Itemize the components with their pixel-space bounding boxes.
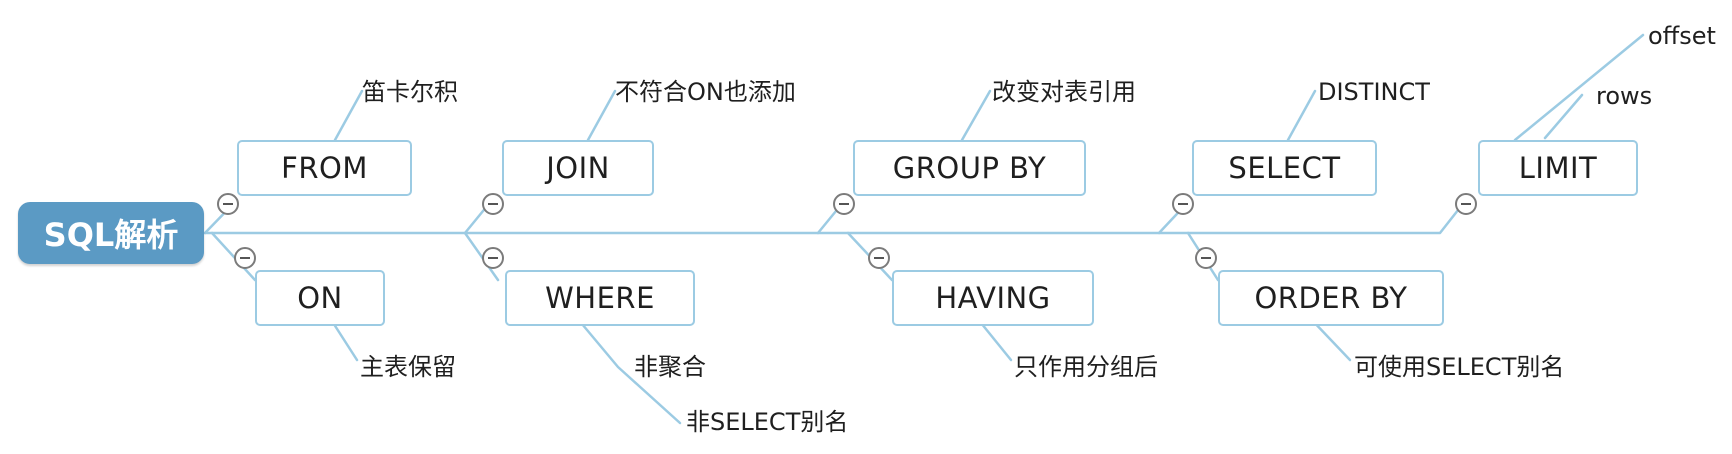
topic-join-label: JOIN	[546, 151, 610, 185]
collapse-having-icon[interactable]	[868, 247, 890, 269]
topic-from-label: FROM	[281, 151, 368, 185]
topic-order-by-label: ORDER BY	[1254, 281, 1408, 315]
topic-on[interactable]: ON	[255, 270, 385, 326]
note-where-2[interactable]: 非SELECT别名	[686, 408, 849, 436]
topic-limit[interactable]: LIMIT	[1478, 140, 1638, 196]
topic-join[interactable]: JOIN	[502, 140, 654, 196]
collapse-where-icon[interactable]	[482, 247, 504, 269]
note-where-1[interactable]: 非聚合	[634, 353, 706, 381]
topic-group-by-label: GROUP BY	[892, 151, 1047, 185]
collapse-group-by-icon[interactable]	[833, 193, 855, 215]
note-from[interactable]: 笛卡尔积	[362, 78, 458, 106]
topic-where[interactable]: WHERE	[505, 270, 695, 326]
topic-having[interactable]: HAVING	[892, 270, 1094, 326]
note-limit-offset[interactable]: offset	[1648, 22, 1716, 50]
note-on[interactable]: 主表保留	[360, 353, 456, 381]
connector-limit-rows	[1543, 93, 1584, 140]
topic-having-label: HAVING	[935, 281, 1051, 315]
topic-limit-label: LIMIT	[1518, 151, 1598, 185]
collapse-from-icon[interactable]	[217, 193, 239, 215]
note-limit-rows[interactable]: rows	[1596, 82, 1653, 110]
topic-from[interactable]: FROM	[237, 140, 412, 196]
main-spine	[203, 203, 1464, 235]
topic-select-label: SELECT	[1228, 151, 1341, 185]
topic-select[interactable]: SELECT	[1192, 140, 1377, 196]
note-join[interactable]: 不符合ON也添加	[615, 78, 796, 106]
connector-from-note	[333, 89, 364, 142]
connector-join-note	[586, 89, 617, 142]
root-topic-label: SQL解析	[43, 216, 179, 254]
topic-order-by[interactable]: ORDER BY	[1218, 270, 1444, 326]
root-topic[interactable]: SQL解析	[18, 202, 204, 264]
connector-limit-offset	[1513, 33, 1645, 142]
note-select[interactable]: DISTINCT	[1318, 78, 1430, 106]
connector-on	[210, 231, 257, 282]
note-order-by[interactable]: 可使用SELECT别名	[1354, 353, 1565, 381]
collapse-select-icon[interactable]	[1172, 193, 1194, 215]
note-group-by[interactable]: 改变对表引用	[992, 78, 1136, 106]
connector-where	[463, 231, 500, 282]
note-having[interactable]: 只作用分组后	[1014, 353, 1158, 381]
connector-where-note	[575, 316, 682, 425]
connector-select-note	[1286, 89, 1317, 142]
topic-group-by[interactable]: GROUP BY	[853, 140, 1086, 196]
collapse-limit-icon[interactable]	[1455, 193, 1477, 215]
collapse-order-by-icon[interactable]	[1195, 247, 1217, 269]
topic-where-label: WHERE	[545, 281, 655, 315]
collapse-on-icon[interactable]	[234, 247, 256, 269]
topic-on-label: ON	[297, 281, 343, 315]
collapse-join-icon[interactable]	[482, 193, 504, 215]
connector-group-by-note	[960, 89, 992, 142]
